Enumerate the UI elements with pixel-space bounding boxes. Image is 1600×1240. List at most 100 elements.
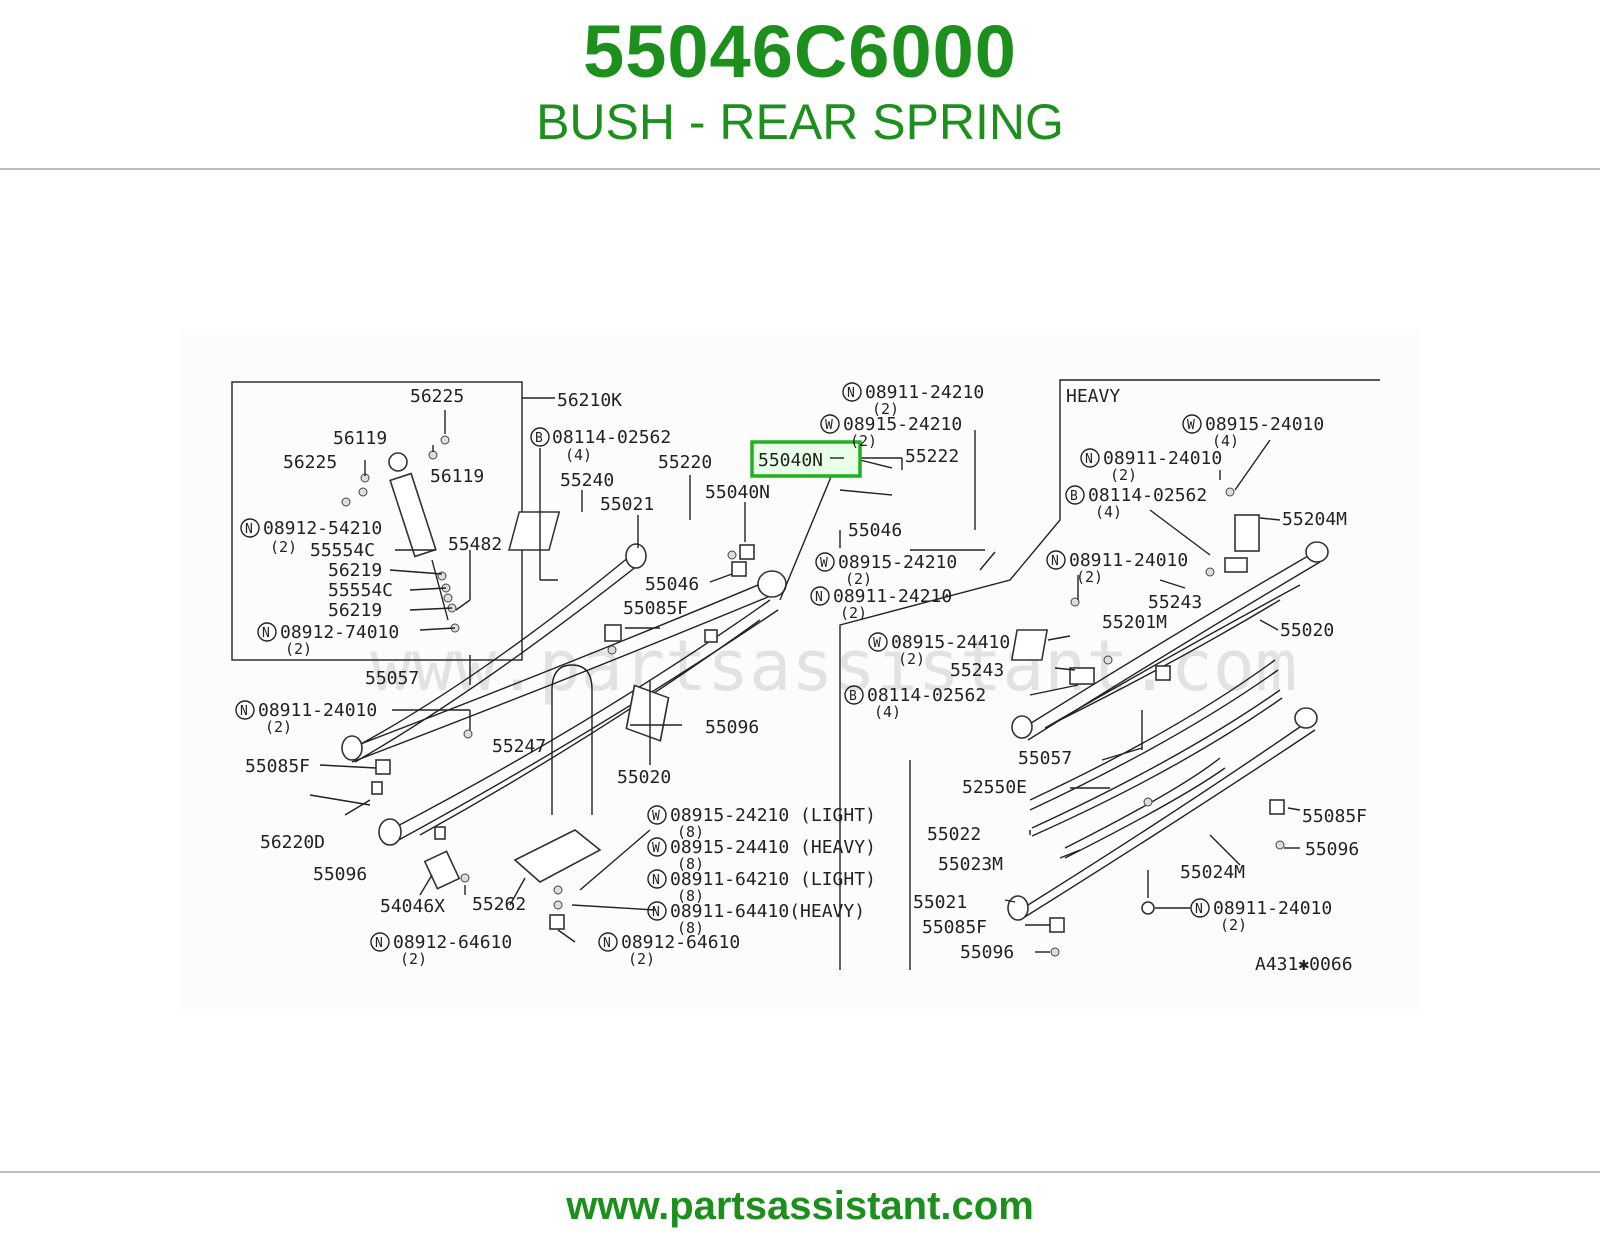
part-label[interactable]: 55554C <box>310 540 375 561</box>
part-label[interactable]: 55243 <box>1148 592 1202 613</box>
part-number-title: 55046C6000 <box>583 10 1017 93</box>
qty-label: (4) <box>1095 503 1122 521</box>
part-label[interactable]: 08912-74010 <box>280 622 399 643</box>
part-label[interactable]: 08912-64610 <box>393 932 512 953</box>
part-label[interactable]: 55085F <box>1302 806 1367 827</box>
part-label[interactable]: 08911-64410(HEAVY) <box>670 901 865 922</box>
svg-text:W: W <box>873 636 881 651</box>
part-label[interactable]: 55262 <box>472 894 526 915</box>
qty-label: (2) <box>898 650 925 668</box>
part-label[interactable]: 55040N <box>705 482 770 503</box>
part-label[interactable]: 56119 <box>333 428 387 449</box>
part-label[interactable]: 55022 <box>927 824 981 845</box>
part-label[interactable]: 55204M <box>1282 509 1347 530</box>
prefix-w: W <box>647 837 667 857</box>
part-label[interactable]: 55220 <box>658 452 712 473</box>
part-label[interactable]: 56219 <box>328 600 382 621</box>
part-label[interactable]: 55021 <box>913 892 967 913</box>
prefix-w: W <box>815 552 835 572</box>
part-label[interactable]: 55096 <box>1305 839 1359 860</box>
part-label[interactable]: 52550E <box>962 777 1027 798</box>
part-label[interactable]: 56119 <box>430 466 484 487</box>
svg-text:B: B <box>1070 489 1078 504</box>
qty-label: (2) <box>872 400 899 418</box>
part-label[interactable]: 55085F <box>623 598 688 619</box>
part-label[interactable]: 08911-24010 <box>1103 448 1222 469</box>
svg-text:W: W <box>825 418 833 433</box>
part-label[interactable]: 55024M <box>1180 862 1245 883</box>
part-label[interactable]: 08114-02562 <box>552 427 671 448</box>
part-label[interactable]: 56225 <box>410 386 464 407</box>
part-label[interactable]: 55096 <box>960 942 1014 963</box>
prefix-n: N <box>647 869 667 889</box>
part-label[interactable]: 08915-24210 (LIGHT) <box>670 805 876 826</box>
prefix-n: N <box>257 622 277 642</box>
part-label[interactable]: 55023M <box>938 854 1003 875</box>
qty-label: (2) <box>265 718 292 736</box>
header-divider <box>0 168 1600 170</box>
right-upper-spring <box>1010 487 1329 741</box>
part-label[interactable]: 54046X <box>380 896 445 917</box>
qty-label: (2) <box>1076 568 1103 586</box>
part-label[interactable]: 55222 <box>905 446 959 467</box>
part-label[interactable]: 08114-02562 <box>867 685 986 706</box>
part-label[interactable]: 08912-54210 <box>263 518 382 539</box>
highlighted-part-box[interactable] <box>750 440 862 478</box>
part-label[interactable]: 55247 <box>492 736 546 757</box>
qty-label: (2) <box>628 950 655 968</box>
exploded-view-svg: .lb { font-size: 18px; fill: #222; } .qt… <box>180 330 1420 1010</box>
qty-label: (2) <box>270 538 297 556</box>
site-url[interactable]: www.partsassistant.com <box>566 1184 1034 1228</box>
part-label[interactable]: 55482 <box>448 534 502 555</box>
part-label[interactable]: 55057 <box>365 668 419 689</box>
part-label[interactable]: 55096 <box>705 717 759 738</box>
part-label[interactable]: 08911-24210 <box>865 382 984 403</box>
part-label[interactable]: 55243 <box>950 660 1004 681</box>
part-label[interactable]: 55085F <box>922 917 987 938</box>
shock-absorber <box>341 435 460 633</box>
part-label[interactable]: 55020 <box>617 767 671 788</box>
part-label[interactable]: 56225 <box>283 452 337 473</box>
part-label[interactable]: 56210K <box>557 390 622 411</box>
part-label[interactable]: 55021 <box>600 494 654 515</box>
part-label[interactable]: 08911-64210 (LIGHT) <box>670 869 876 890</box>
svg-text:N: N <box>1051 554 1059 569</box>
part-label[interactable]: 56219 <box>328 560 382 581</box>
svg-text:N: N <box>847 386 855 401</box>
part-label[interactable]: 56220D <box>260 832 325 853</box>
part-label[interactable]: 55096 <box>313 864 367 885</box>
part-label[interactable]: 08915-24410 (HEAVY) <box>670 837 876 858</box>
part-label[interactable]: 55020 <box>1280 620 1334 641</box>
part-label[interactable]: 55046 <box>848 520 902 541</box>
part-label[interactable]: 08915-24010 <box>1205 414 1324 435</box>
svg-text:N: N <box>652 873 660 888</box>
part-label[interactable]: 55057 <box>1018 748 1072 769</box>
qty-label: (8) <box>677 855 704 873</box>
part-label[interactable]: 55201M <box>1102 612 1167 633</box>
part-label[interactable]: 08911-24010 <box>258 700 377 721</box>
part-label[interactable]: 08911-24010 <box>1069 550 1188 571</box>
prefix-n: N <box>598 932 618 952</box>
part-label[interactable]: 55554C <box>328 580 393 601</box>
part-label[interactable]: 08114-02562 <box>1088 485 1207 506</box>
heavy-region-border <box>839 379 1380 970</box>
part-label[interactable]: 08912-64610 <box>621 932 740 953</box>
part-label[interactable]: 55085F <box>245 756 310 777</box>
svg-text:N: N <box>1195 902 1203 917</box>
part-label[interactable]: 08915-24210 <box>838 552 957 573</box>
part-label[interactable]: 55046 <box>645 574 699 595</box>
part-label[interactable]: 55240 <box>560 470 614 491</box>
qty-label: (2) <box>285 640 312 658</box>
part-label[interactable]: 08915-24410 <box>891 632 1010 653</box>
qty-label: (4) <box>565 446 592 464</box>
qty-label: (2) <box>400 950 427 968</box>
svg-text:B: B <box>535 431 543 446</box>
part-label[interactable]: 08911-24010 <box>1213 898 1332 919</box>
highlighted-part-label[interactable]: 55040N <box>758 450 823 471</box>
part-label[interactable]: 08915-24210 <box>843 414 962 435</box>
qty-label: (2) <box>1220 916 1247 934</box>
prefix-n: N <box>1190 898 1210 918</box>
prefix-b: B <box>530 427 550 447</box>
qty-label: (4) <box>874 703 901 721</box>
part-label[interactable]: 08911-24210 <box>833 586 952 607</box>
